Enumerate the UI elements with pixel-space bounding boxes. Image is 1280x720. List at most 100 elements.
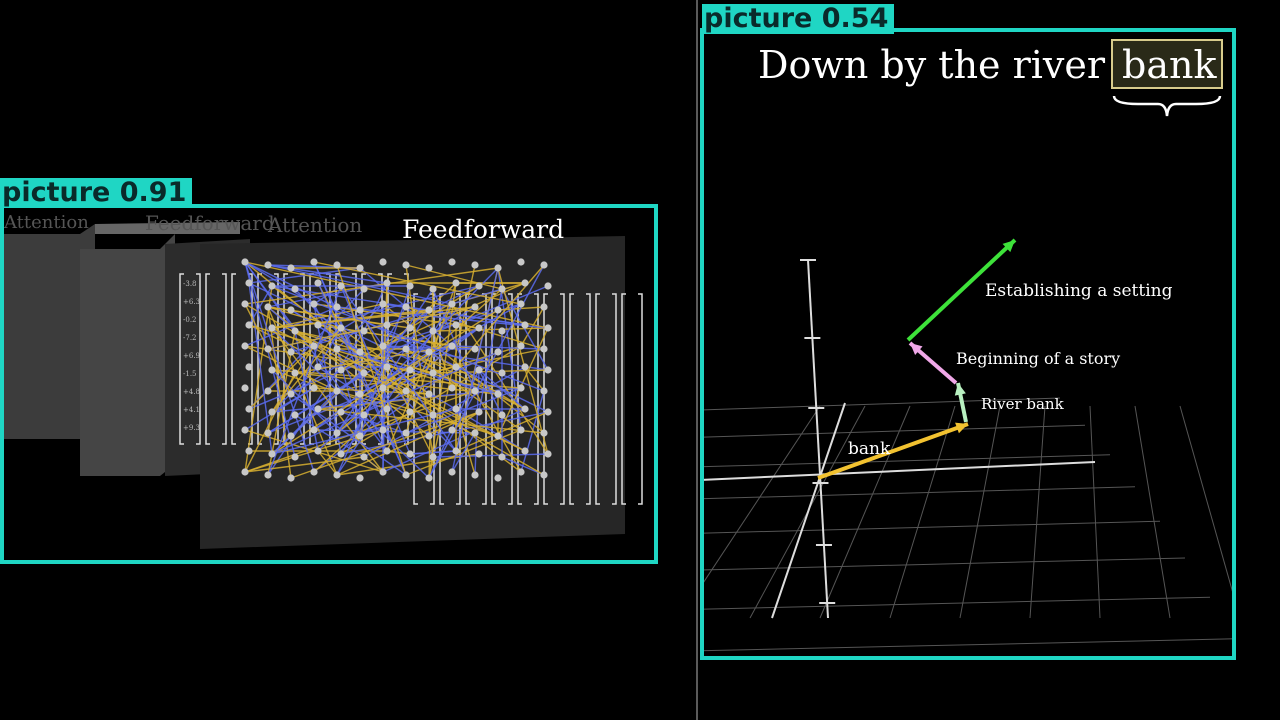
- node: [333, 345, 341, 353]
- node: [517, 426, 525, 434]
- node: [383, 363, 391, 371]
- node: [241, 342, 249, 350]
- node: [540, 429, 548, 437]
- edge: [501, 456, 545, 476]
- node: [360, 453, 368, 461]
- node: [471, 345, 479, 353]
- edge: [382, 345, 549, 371]
- node: [521, 321, 529, 329]
- node: [360, 411, 368, 419]
- vector-label-setting: Establishing a setting: [985, 281, 1173, 301]
- node: [287, 390, 295, 398]
- detection-score: 0.91: [119, 177, 187, 208]
- node: [452, 321, 460, 329]
- bracket: [569, 293, 574, 505]
- embedding-illustration: Down by the river bank bank River bank B…: [700, 39, 1236, 652]
- vector-value: -1.5: [183, 370, 197, 378]
- edge: [386, 303, 453, 452]
- node: [310, 468, 318, 476]
- edge: [455, 408, 476, 476]
- x-axis: [700, 461, 1096, 481]
- edge: [271, 327, 430, 479]
- node: [402, 261, 410, 269]
- node: [429, 411, 437, 419]
- node: [333, 471, 341, 479]
- edge: [271, 306, 476, 329]
- edge: [248, 324, 476, 392]
- node: [521, 363, 529, 371]
- edge: [248, 345, 315, 410]
- edge: [501, 288, 549, 371]
- node: [498, 327, 506, 335]
- edge: [405, 387, 522, 434]
- block-top: [95, 222, 240, 234]
- edge: [244, 261, 315, 305]
- edge: [271, 345, 315, 413]
- edge: [271, 390, 338, 455]
- node: [406, 282, 414, 290]
- bracket: [274, 273, 279, 445]
- vectors: [817, 238, 1017, 480]
- node: [471, 387, 479, 395]
- edge: [363, 456, 384, 473]
- edge: [248, 324, 342, 371]
- node: [475, 324, 483, 332]
- edge: [432, 288, 476, 392]
- node: [475, 282, 483, 290]
- node: [268, 450, 276, 458]
- node: [245, 447, 253, 455]
- detection-label: picture 0.91: [0, 177, 193, 208]
- edge: [313, 261, 522, 305]
- vector-value: +6.3: [183, 298, 200, 306]
- node: [264, 303, 272, 311]
- node: [471, 429, 479, 437]
- edge: [382, 369, 411, 389]
- node: [544, 408, 552, 416]
- node: [540, 303, 548, 311]
- node: [333, 429, 341, 437]
- node: [452, 405, 460, 413]
- bracket: [205, 273, 210, 445]
- node: [471, 261, 479, 269]
- node: [544, 450, 552, 458]
- node: [448, 426, 456, 434]
- node: [291, 411, 299, 419]
- node: [517, 258, 525, 266]
- edge: [290, 393, 407, 476]
- node: [494, 306, 502, 314]
- node: [356, 474, 364, 482]
- node: [448, 468, 456, 476]
- node: [360, 369, 368, 377]
- node: [268, 408, 276, 416]
- coordinate-grid: [700, 397, 1236, 652]
- vector-value: +9.3: [183, 424, 200, 432]
- edge: [428, 264, 545, 479]
- vector-value: +6.9: [183, 352, 200, 360]
- node: [314, 279, 322, 287]
- edge: [244, 261, 296, 458]
- node: [310, 258, 318, 266]
- node: [521, 405, 529, 413]
- edge: [497, 267, 549, 455]
- node: [337, 282, 345, 290]
- detection-box: [0, 204, 658, 564]
- node: [425, 348, 433, 356]
- grid-line: [889, 405, 956, 619]
- edge: [317, 267, 499, 452]
- bracket: [638, 293, 643, 505]
- node: [425, 432, 433, 440]
- edge: [244, 261, 296, 332]
- node: [291, 327, 299, 335]
- bracket: [248, 273, 253, 445]
- embedding-picture: Down by the river bank bank River bank B…: [700, 28, 1236, 660]
- node: [452, 363, 460, 371]
- bracket: [179, 273, 184, 445]
- ghost-label: Attention: [3, 212, 89, 233]
- node: [429, 453, 437, 461]
- bracket: [560, 293, 565, 505]
- node: [356, 432, 364, 440]
- edge: [244, 261, 315, 473]
- node: [310, 342, 318, 350]
- node: [471, 471, 479, 479]
- node: [517, 384, 525, 392]
